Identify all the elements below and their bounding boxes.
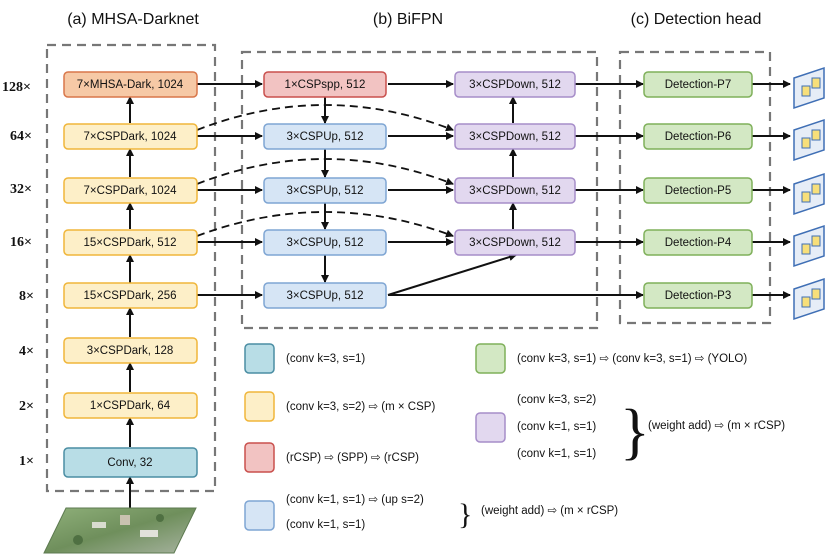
legend-blue-tail: (weight add) ⇨ (m × rCSP) xyxy=(481,505,618,517)
detection-p4-label: Detection-P4 xyxy=(665,237,732,249)
scale-label: 16× xyxy=(10,235,32,250)
legend-blue-text-2: (conv k=1, s=1) xyxy=(286,519,365,531)
csp-dark-256-label: 15×CSPDark, 256 xyxy=(83,290,176,302)
legend: (conv k=3, s=1) (conv k=3, s=2) ⇨ (m × C… xyxy=(244,343,785,531)
detection-p4-block xyxy=(643,229,753,256)
legend-green-swatch xyxy=(475,343,506,374)
csp-dark-1024b-label: 7×CSPDark, 1024 xyxy=(83,131,177,143)
conv-32-block xyxy=(63,447,198,478)
legend-purple-brace: } xyxy=(620,398,650,466)
csp-down-1-label: 3×CSPDown, 512 xyxy=(469,131,561,143)
csp-down-2-label: 3×CSPDown, 512 xyxy=(469,185,561,197)
legend-purple-text-3: (conv k=1, s=1) xyxy=(517,448,596,460)
bifpn-title: (b) BiFPN xyxy=(373,11,443,28)
scale-label: 128× xyxy=(2,80,31,95)
input-photo-icon xyxy=(43,507,197,554)
csp-down-1-block xyxy=(454,123,576,150)
scale-label: 64× xyxy=(10,129,32,144)
csp-up-3-label: 3×CSPUp, 512 xyxy=(286,237,363,249)
scale-labels: 128× 64× 32× 16× 8× 4× 2× 1× xyxy=(2,80,34,469)
csp-dark-128-label: 3×CSPDark, 128 xyxy=(87,345,174,357)
csp-up-1-block xyxy=(263,123,387,150)
output-image-icon xyxy=(793,118,825,162)
csp-down-0-label: 3×CSPDown, 512 xyxy=(469,79,561,91)
legend-blue-text-1: (conv k=1, s=1) ⇨ (up s=2) xyxy=(286,494,424,506)
csp-dark-256-block xyxy=(63,282,198,309)
csp-down-0-block xyxy=(454,71,576,98)
csp-dark-64-label: 1×CSPDark, 64 xyxy=(90,400,171,412)
csp-up-3-block xyxy=(263,229,387,256)
output-image-icon xyxy=(793,66,825,110)
output-icons xyxy=(793,66,825,321)
output-image-icon xyxy=(793,224,825,268)
skip-dark1024a-to-down2 xyxy=(196,158,454,186)
csp-up-2-label: 3×CSPUp, 512 xyxy=(286,185,363,197)
output-image-icon xyxy=(793,172,825,216)
csp-up-4-block xyxy=(263,282,387,309)
detection-p3-label: Detection-P3 xyxy=(665,290,731,302)
csp-down-3-block xyxy=(454,229,576,256)
scale-label: 8× xyxy=(19,289,34,304)
csp-dark-512-block xyxy=(63,229,198,256)
detection-p5-label: Detection-P5 xyxy=(665,185,731,197)
legend-blue-brace: } xyxy=(458,498,472,531)
detection-p5-block xyxy=(643,177,753,204)
legend-yellow-text: (conv k=3, s=2) ⇨ (m × CSP) xyxy=(286,401,435,413)
legend-red-swatch xyxy=(244,442,275,473)
scale-label: 32× xyxy=(10,182,32,197)
scale-label: 1× xyxy=(19,454,34,469)
csp-up-2-block xyxy=(263,177,387,204)
connectors xyxy=(126,80,791,510)
csp-dark-1024a-label: 7×CSPDark, 1024 xyxy=(83,185,177,197)
legend-purple-text-2: (conv k=1, s=1) xyxy=(517,421,596,433)
csp-down-3-label: 3×CSPDown, 512 xyxy=(469,237,561,249)
detection-p6-block xyxy=(643,123,753,150)
detection-p7-label: Detection-P7 xyxy=(665,79,731,91)
legend-blue-swatch xyxy=(244,500,275,531)
legend-purple-text-1: (conv k=3, s=2) xyxy=(517,394,596,406)
csp-dark-1024b-block xyxy=(63,123,198,150)
csp-spp-label: 1×CSPspp, 512 xyxy=(285,79,366,91)
bifpn-left-blocks: 1×CSPspp, 512 3×CSPUp, 512 3×CSPUp, 512 … xyxy=(263,71,387,309)
conv-32-label: Conv, 32 xyxy=(107,457,152,469)
skip-dark512-to-down3 xyxy=(196,211,454,238)
arrow-up4-to-down3 xyxy=(387,253,517,296)
detection-p6-label: Detection-P6 xyxy=(665,131,731,143)
csp-dark-512-label: 15×CSPDark, 512 xyxy=(83,237,176,249)
legend-teal-swatch xyxy=(244,343,275,374)
csp-spp-block xyxy=(263,71,387,98)
csp-dark-1024a-block xyxy=(63,177,198,204)
output-image-icon xyxy=(793,277,825,321)
legend-red-text: (rCSP) ⇨ (SPP) ⇨ (rCSP) xyxy=(286,452,419,464)
scale-label: 2× xyxy=(19,399,34,414)
detection-head-frame xyxy=(618,50,772,325)
legend-teal-text: (conv k=3, s=1) xyxy=(286,353,365,365)
mhsa-dark-label: 7×MHSA-Dark, 1024 xyxy=(77,79,184,91)
legend-green-text: (conv k=3, s=1) ⇨ (conv k=3, s=1) ⇨ (YOL… xyxy=(517,353,747,365)
csp-dark-128-block xyxy=(63,337,198,364)
detection-p7-block xyxy=(643,71,753,98)
legend-purple-swatch xyxy=(475,412,506,443)
detection-head-title: (c) Detection head xyxy=(631,11,762,28)
mhsa-dark-block xyxy=(63,71,198,98)
csp-down-2-block xyxy=(454,177,576,204)
scale-label: 4× xyxy=(19,344,34,359)
csp-up-4-label: 3×CSPUp, 512 xyxy=(286,290,363,302)
detection-p3-block xyxy=(643,282,753,309)
darknet-title: (a) MHSA-Darknet xyxy=(67,11,199,28)
csp-dark-64-block xyxy=(63,392,198,419)
darknet-blocks: 7×MHSA-Dark, 1024 7×CSPDark, 1024 7×CSPD… xyxy=(63,71,198,478)
detection-blocks: Detection-P7 Detection-P6 Detection-P5 D… xyxy=(643,71,753,309)
legend-yellow-swatch xyxy=(244,391,275,422)
legend-purple-tail: (weight add) ⇨ (m × rCSP) xyxy=(648,420,785,432)
bifpn-right-blocks: 3×CSPDown, 512 3×CSPDown, 512 3×CSPDown,… xyxy=(454,71,576,256)
skip-dark1024b-to-down1 xyxy=(196,104,454,132)
skip-connections xyxy=(196,104,454,238)
csp-up-1-label: 3×CSPUp, 512 xyxy=(286,131,363,143)
